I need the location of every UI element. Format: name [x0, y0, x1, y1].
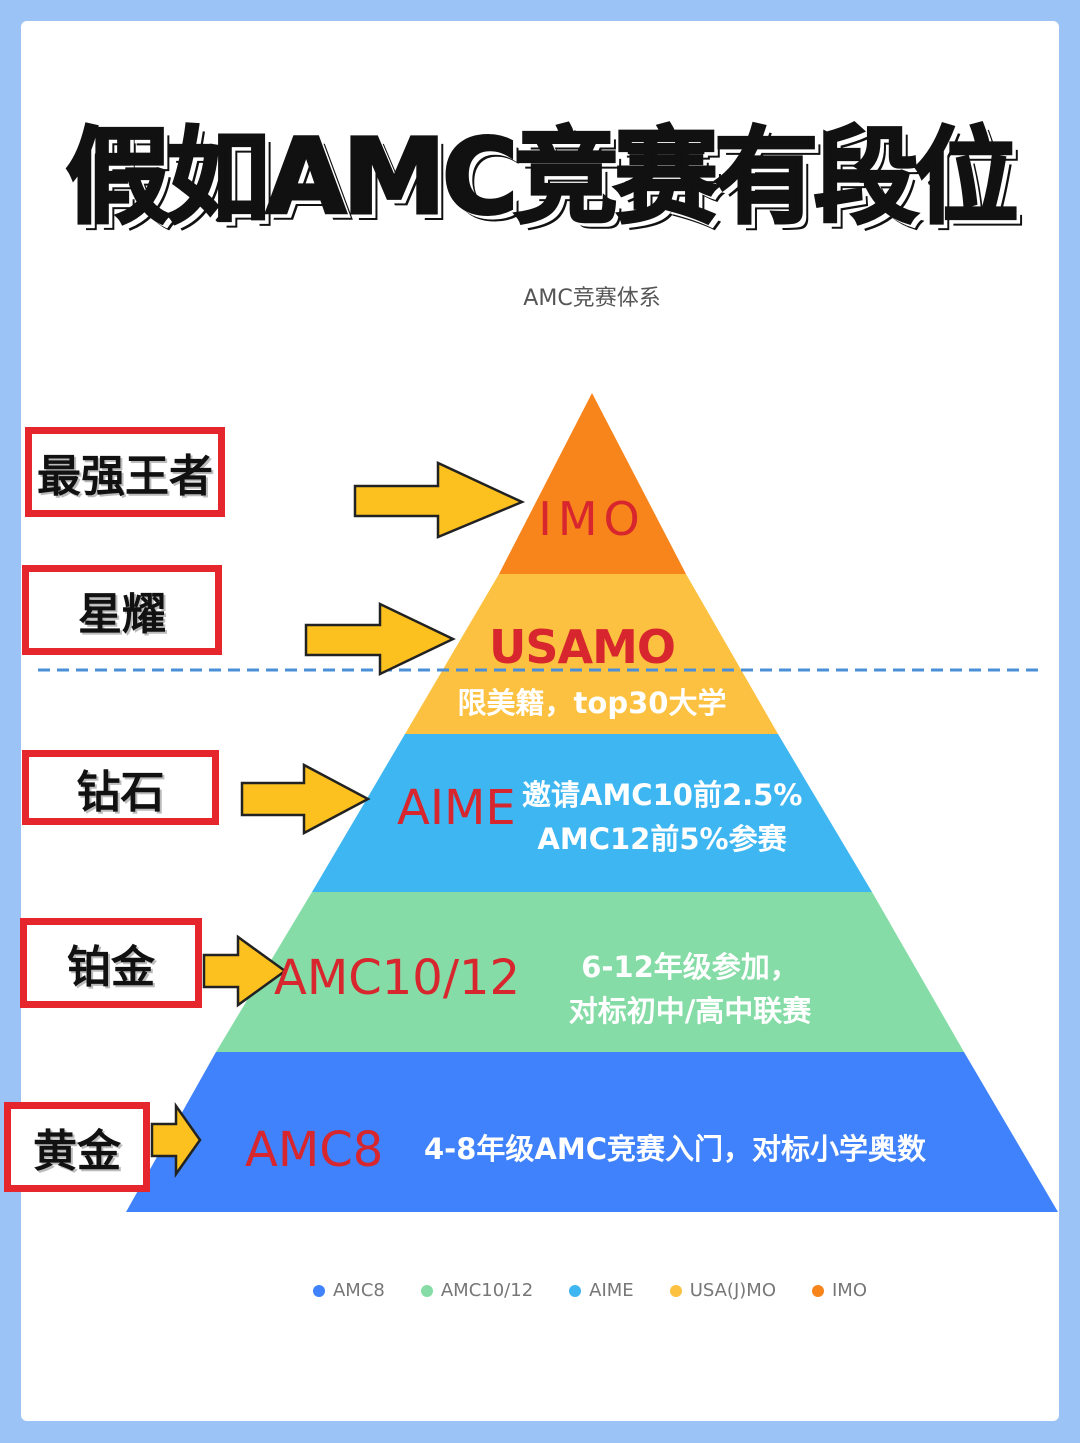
- legend-dot-icon: [420, 1284, 433, 1297]
- level-amc1012: AMC10/12: [274, 950, 521, 1006]
- level-amc8: AMC8: [245, 1122, 384, 1178]
- aime-desc-line1: 邀请AMC10前2.5%: [522, 778, 803, 812]
- aime-desc-line2: AMC12前5%参赛: [537, 822, 787, 856]
- tier-usamo: [405, 574, 778, 734]
- arrow-icon: [353, 461, 526, 539]
- legend-label: AMC10/12: [440, 1280, 534, 1301]
- legend-label: IMO: [832, 1280, 868, 1301]
- page-title: 假如AMC竞赛有段位: [64, 115, 1019, 240]
- legend-dot-icon: [569, 1284, 582, 1297]
- legend-dot-icon: [812, 1284, 824, 1297]
- amc1012-desc-line1: 6-12年级参加，: [581, 950, 799, 984]
- arrow-icon: [202, 934, 288, 1008]
- rank-platinum: 铂金: [20, 918, 202, 1008]
- legend-item[interactable]: AIME: [569, 1280, 634, 1301]
- legend: AMC8 AMC10/12 AIME USA(J)MO IMO: [0, 1280, 1080, 1301]
- level-usamo: USAMO: [489, 620, 676, 674]
- arrow-icon: [240, 762, 371, 836]
- legend-label: AIME: [589, 1280, 634, 1301]
- rank-king: 最强王者: [25, 427, 225, 517]
- level-imo: IMO: [538, 492, 646, 546]
- rank-star: 星耀: [22, 565, 222, 655]
- legend-item[interactable]: AMC10/12: [420, 1280, 534, 1301]
- legend-dot-icon: [312, 1284, 325, 1297]
- usamo-desc: 限美籍，top30大学: [457, 686, 727, 720]
- legend-dot-icon: [669, 1284, 682, 1297]
- legend-item[interactable]: USA(J)MO: [669, 1280, 776, 1301]
- diagram-subtitle: AMC竞赛体系: [523, 286, 661, 311]
- legend-label: USA(J)MO: [689, 1280, 776, 1301]
- legend-item[interactable]: AMC8: [312, 1280, 385, 1301]
- tier-aime: [312, 734, 872, 892]
- legend-label: AMC8: [332, 1280, 385, 1301]
- rank-diamond: 钻石: [22, 750, 219, 825]
- amc8-desc: 4-8年级AMC竞赛入门，对标小学奥数: [424, 1132, 926, 1166]
- arrow-icon: [304, 602, 456, 676]
- amc1012-desc-line2: 对标初中/高中联赛: [568, 994, 812, 1028]
- tier-imo: [499, 393, 686, 574]
- rank-gold: 黄金: [4, 1102, 150, 1192]
- tier-amc1012: [216, 892, 964, 1052]
- legend-item[interactable]: IMO: [812, 1280, 867, 1301]
- tier-amc8: [126, 1052, 1058, 1212]
- arrow-icon: [150, 1102, 202, 1178]
- level-aime: AIME: [397, 780, 516, 836]
